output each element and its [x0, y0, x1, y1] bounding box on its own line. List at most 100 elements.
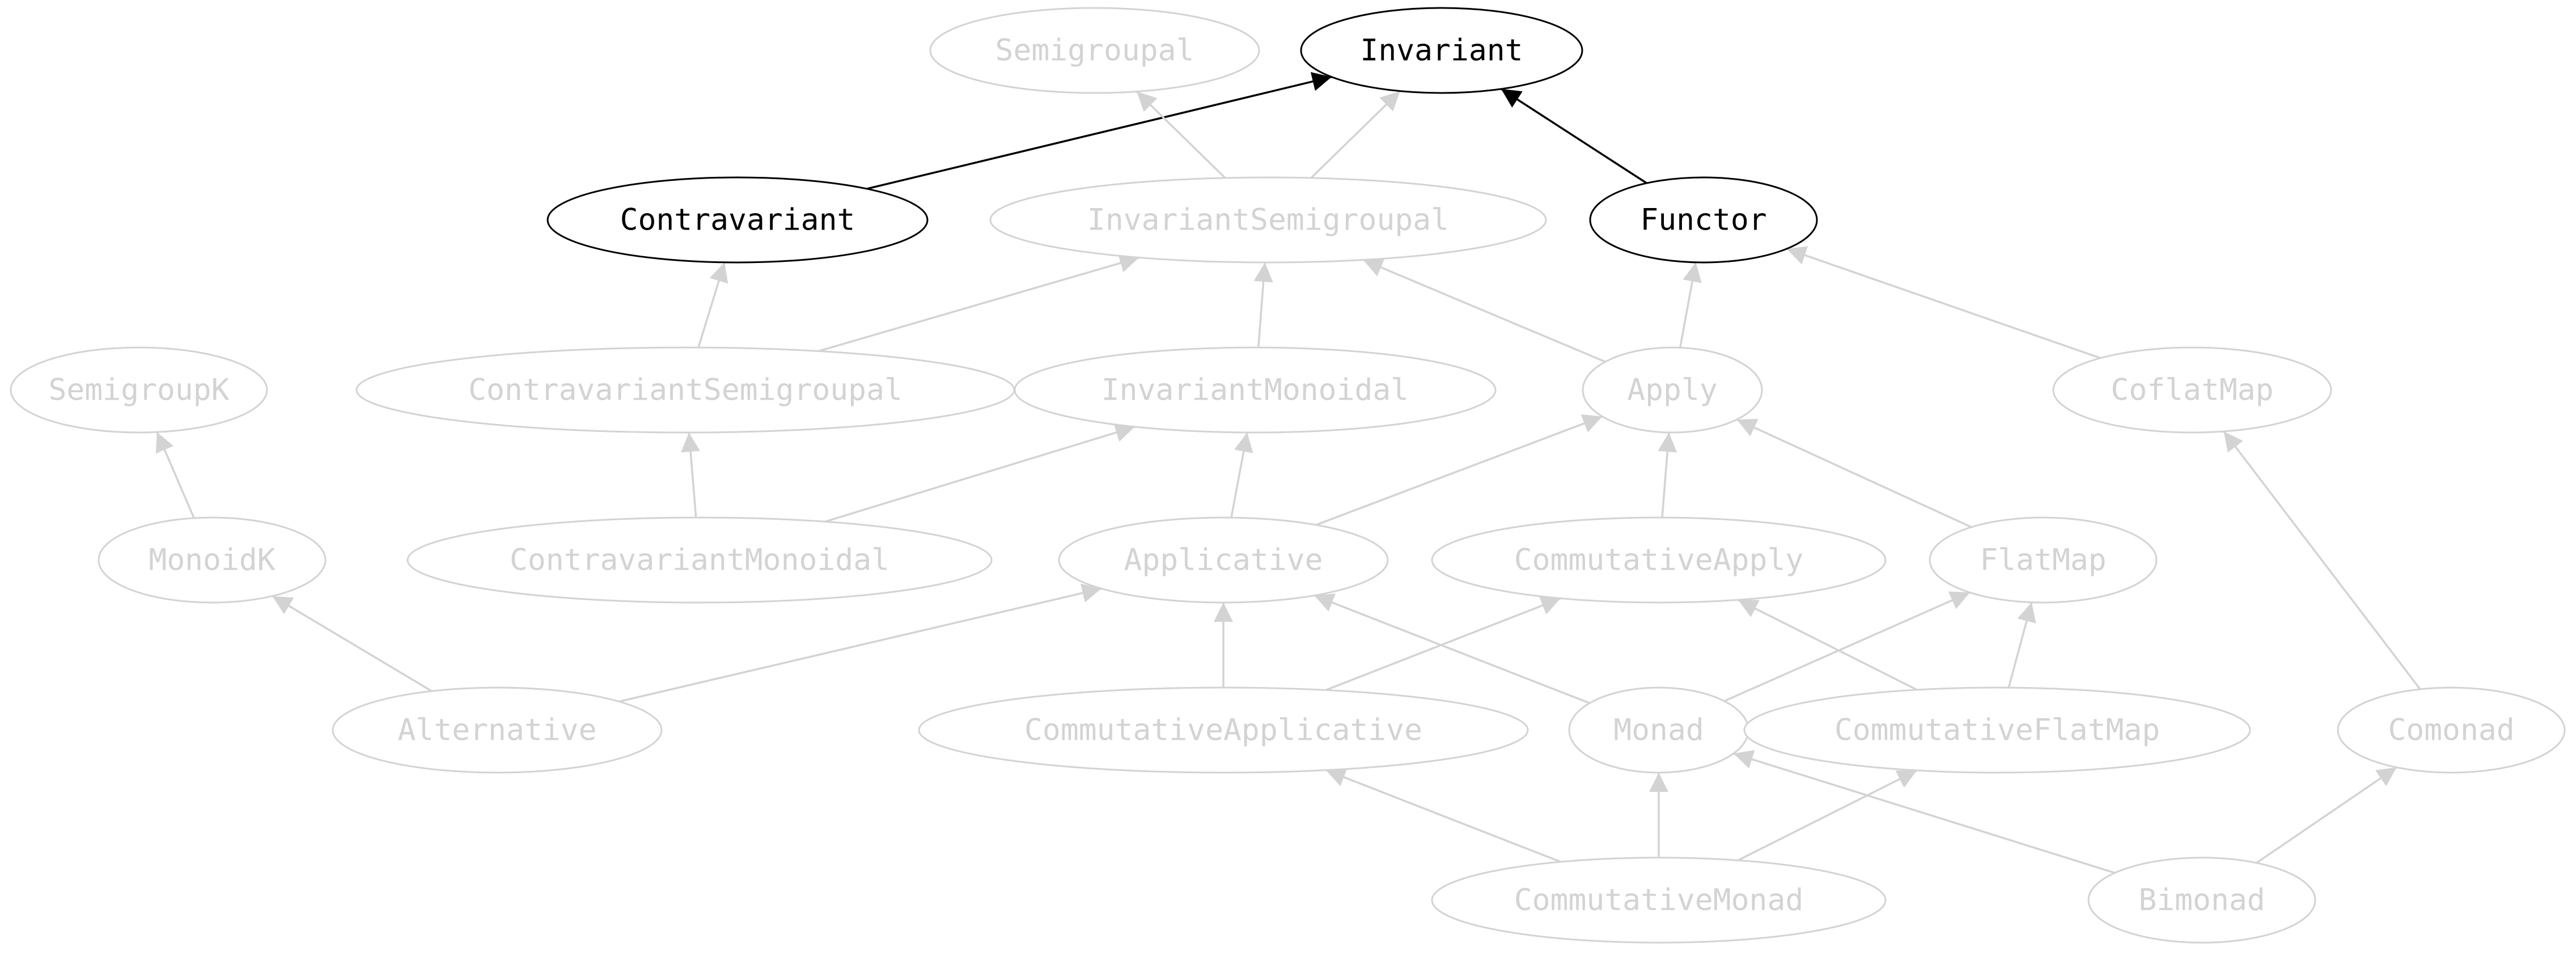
edge-arrow: [2256, 766, 2397, 864]
edge-invariant_monoidal-to-invariant_semigroupal: [1253, 262, 1273, 348]
edge-arrow: [824, 423, 1136, 523]
edge-arrow: [1310, 90, 1401, 179]
edge-arrow: [681, 432, 701, 518]
node-label: Alternative: [398, 713, 597, 748]
node-label: Bimonad: [2138, 883, 2265, 918]
node-label: SemigroupK: [48, 373, 229, 408]
node-label: Comonad: [2388, 713, 2514, 748]
edge-apply-to-functor: [1679, 262, 1702, 348]
node-label: Monad: [1613, 713, 1704, 748]
edge-arrow: [1679, 262, 1702, 348]
edges-layer: [155, 72, 2421, 874]
node-label: Functor: [1640, 203, 1766, 238]
edge-arrow: [1362, 258, 1606, 363]
edge-arrow: [1736, 418, 1972, 528]
edge-bimonad-to-comonad: [2256, 766, 2397, 864]
node-label: InvariantMonoidal: [1101, 373, 1409, 408]
edge-arrow: [697, 262, 728, 348]
node-monad[interactable]: Monad: [1568, 686, 1749, 774]
node-invariant-monoidal[interactable]: InvariantMonoidal: [1014, 346, 1497, 434]
edge-contravariant_semigroupal-to-invariant_semigroupal: [818, 253, 1139, 353]
node-label: CommutativeApply: [1514, 543, 1804, 578]
edge-commutative_flatmap-to-flatmap: [2007, 602, 2036, 688]
node-contravariant-semigroupal[interactable]: ContravariantSemigroupal: [355, 346, 1015, 434]
node-semigroupal[interactable]: Semigroupal: [929, 7, 1260, 94]
node-label: CommutativeApplicative: [1024, 713, 1422, 748]
node-commutative-applicative[interactable]: CommutativeApplicative: [918, 686, 1529, 774]
node-label: Applicative: [1124, 543, 1323, 578]
edge-alternative-to-applicative: [618, 583, 1102, 703]
nodes-layer: Semigroupal Invariant Contravariant Inva…: [10, 7, 2566, 944]
edge-invariant_semigroupal-to-semigroupal: [1136, 91, 1226, 179]
edge-arrow: [1230, 432, 1253, 518]
edge-apply-to-invariant_semigroupal: [1362, 258, 1606, 363]
edge-arrow: [1733, 750, 2116, 874]
node-label: ContravariantMonoidal: [510, 543, 889, 578]
node-label: Contravariant: [620, 203, 855, 238]
edge-contravariant_monoidal-to-contravariant_semigroupal: [681, 432, 701, 518]
edge-coflatmap-to-functor: [1786, 246, 2101, 359]
node-label: Apply: [1627, 373, 1718, 408]
edge-arrow: [618, 583, 1102, 703]
node-commutative-flatmap[interactable]: CommutativeFlatMap: [1743, 686, 2251, 774]
node-label: CoflatMap: [2111, 373, 2273, 408]
edge-arrow: [272, 595, 433, 692]
node-label: Invariant: [1360, 33, 1523, 68]
node-alternative[interactable]: Alternative: [332, 686, 663, 774]
edge-commutative_monad-to-commutative_applicative: [1325, 768, 1561, 863]
edge-monad-to-flatmap: [1723, 591, 1971, 702]
edge-arrow: [1786, 246, 2101, 359]
edge-monoidk-to-semigroupk: [155, 431, 195, 519]
node-applicative[interactable]: Applicative: [1058, 516, 1389, 604]
edge-flatmap-to-apply: [1736, 418, 1972, 528]
node-functor[interactable]: Functor: [1589, 176, 1818, 264]
edge-arrow: [155, 431, 195, 519]
edge-bimonad-to-monad: [1733, 750, 2116, 874]
edge-monad-to-applicative: [1314, 593, 1590, 704]
node-bimonad[interactable]: Bimonad: [2087, 857, 2316, 944]
node-label: CommutativeMonad: [1514, 883, 1804, 918]
edge-arrow: [1314, 593, 1590, 704]
node-contravariant[interactable]: Contravariant: [546, 176, 929, 264]
edge-arrow: [1738, 599, 1918, 691]
node-label: MonoidK: [149, 543, 275, 578]
node-apply[interactable]: Apply: [1582, 346, 1763, 434]
edge-arrow: [1253, 262, 1273, 348]
node-comonad[interactable]: Comonad: [2337, 686, 2566, 774]
node-invariant[interactable]: Invariant: [1300, 7, 1583, 94]
edge-contravariant-to-invariant: [866, 72, 1332, 190]
node-semigroupk[interactable]: SemigroupK: [10, 346, 268, 434]
edge-arrow: [818, 253, 1139, 353]
edge-contravariant_semigroupal-to-contravariant: [697, 262, 728, 348]
edge-arrow: [866, 72, 1332, 190]
node-coflatmap[interactable]: CoflatMap: [2052, 346, 2332, 434]
edge-commutative_flatmap-to-commutative_apply: [1738, 599, 1918, 691]
node-commutative-apply[interactable]: CommutativeApply: [1431, 516, 1887, 604]
edge-commutative_applicative-to-commutative_apply: [1325, 596, 1561, 692]
edge-arrow: [2223, 430, 2421, 690]
edge-applicative-to-invariant_monoidal: [1230, 432, 1253, 518]
node-label: FlatMap: [1980, 543, 2106, 578]
node-contravariant-monoidal[interactable]: ContravariantMonoidal: [406, 516, 993, 604]
node-commutative-monad[interactable]: CommutativeMonad: [1431, 857, 1887, 944]
edge-arrow: [1738, 769, 1918, 862]
node-label: CommutativeFlatMap: [1834, 713, 2160, 748]
edge-arrow: [1658, 432, 1677, 518]
edge-comonad-to-coflatmap: [2223, 430, 2421, 690]
edge-contravariant_monoidal-to-invariant_monoidal: [824, 423, 1136, 523]
node-invariant-semigroupal[interactable]: InvariantSemigroupal: [989, 176, 1547, 264]
edge-arrow: [1325, 596, 1561, 692]
node-flatmap[interactable]: FlatMap: [1929, 516, 2158, 604]
edge-arrow: [1501, 88, 1647, 184]
node-label: ContravariantSemigroupal: [468, 373, 903, 408]
edge-commutative_apply-to-apply: [1658, 432, 1677, 518]
edge-arrow: [2007, 602, 2036, 688]
edge-arrow: [1315, 414, 1603, 526]
node-label: InvariantSemigroupal: [1087, 203, 1449, 238]
node-label: Semigroupal: [995, 33, 1194, 68]
edge-functor-to-invariant: [1501, 88, 1647, 184]
edge-commutative_monad-to-commutative_flatmap: [1738, 769, 1918, 862]
node-monoidk[interactable]: MonoidK: [98, 516, 327, 604]
edge-arrow: [1723, 591, 1971, 702]
